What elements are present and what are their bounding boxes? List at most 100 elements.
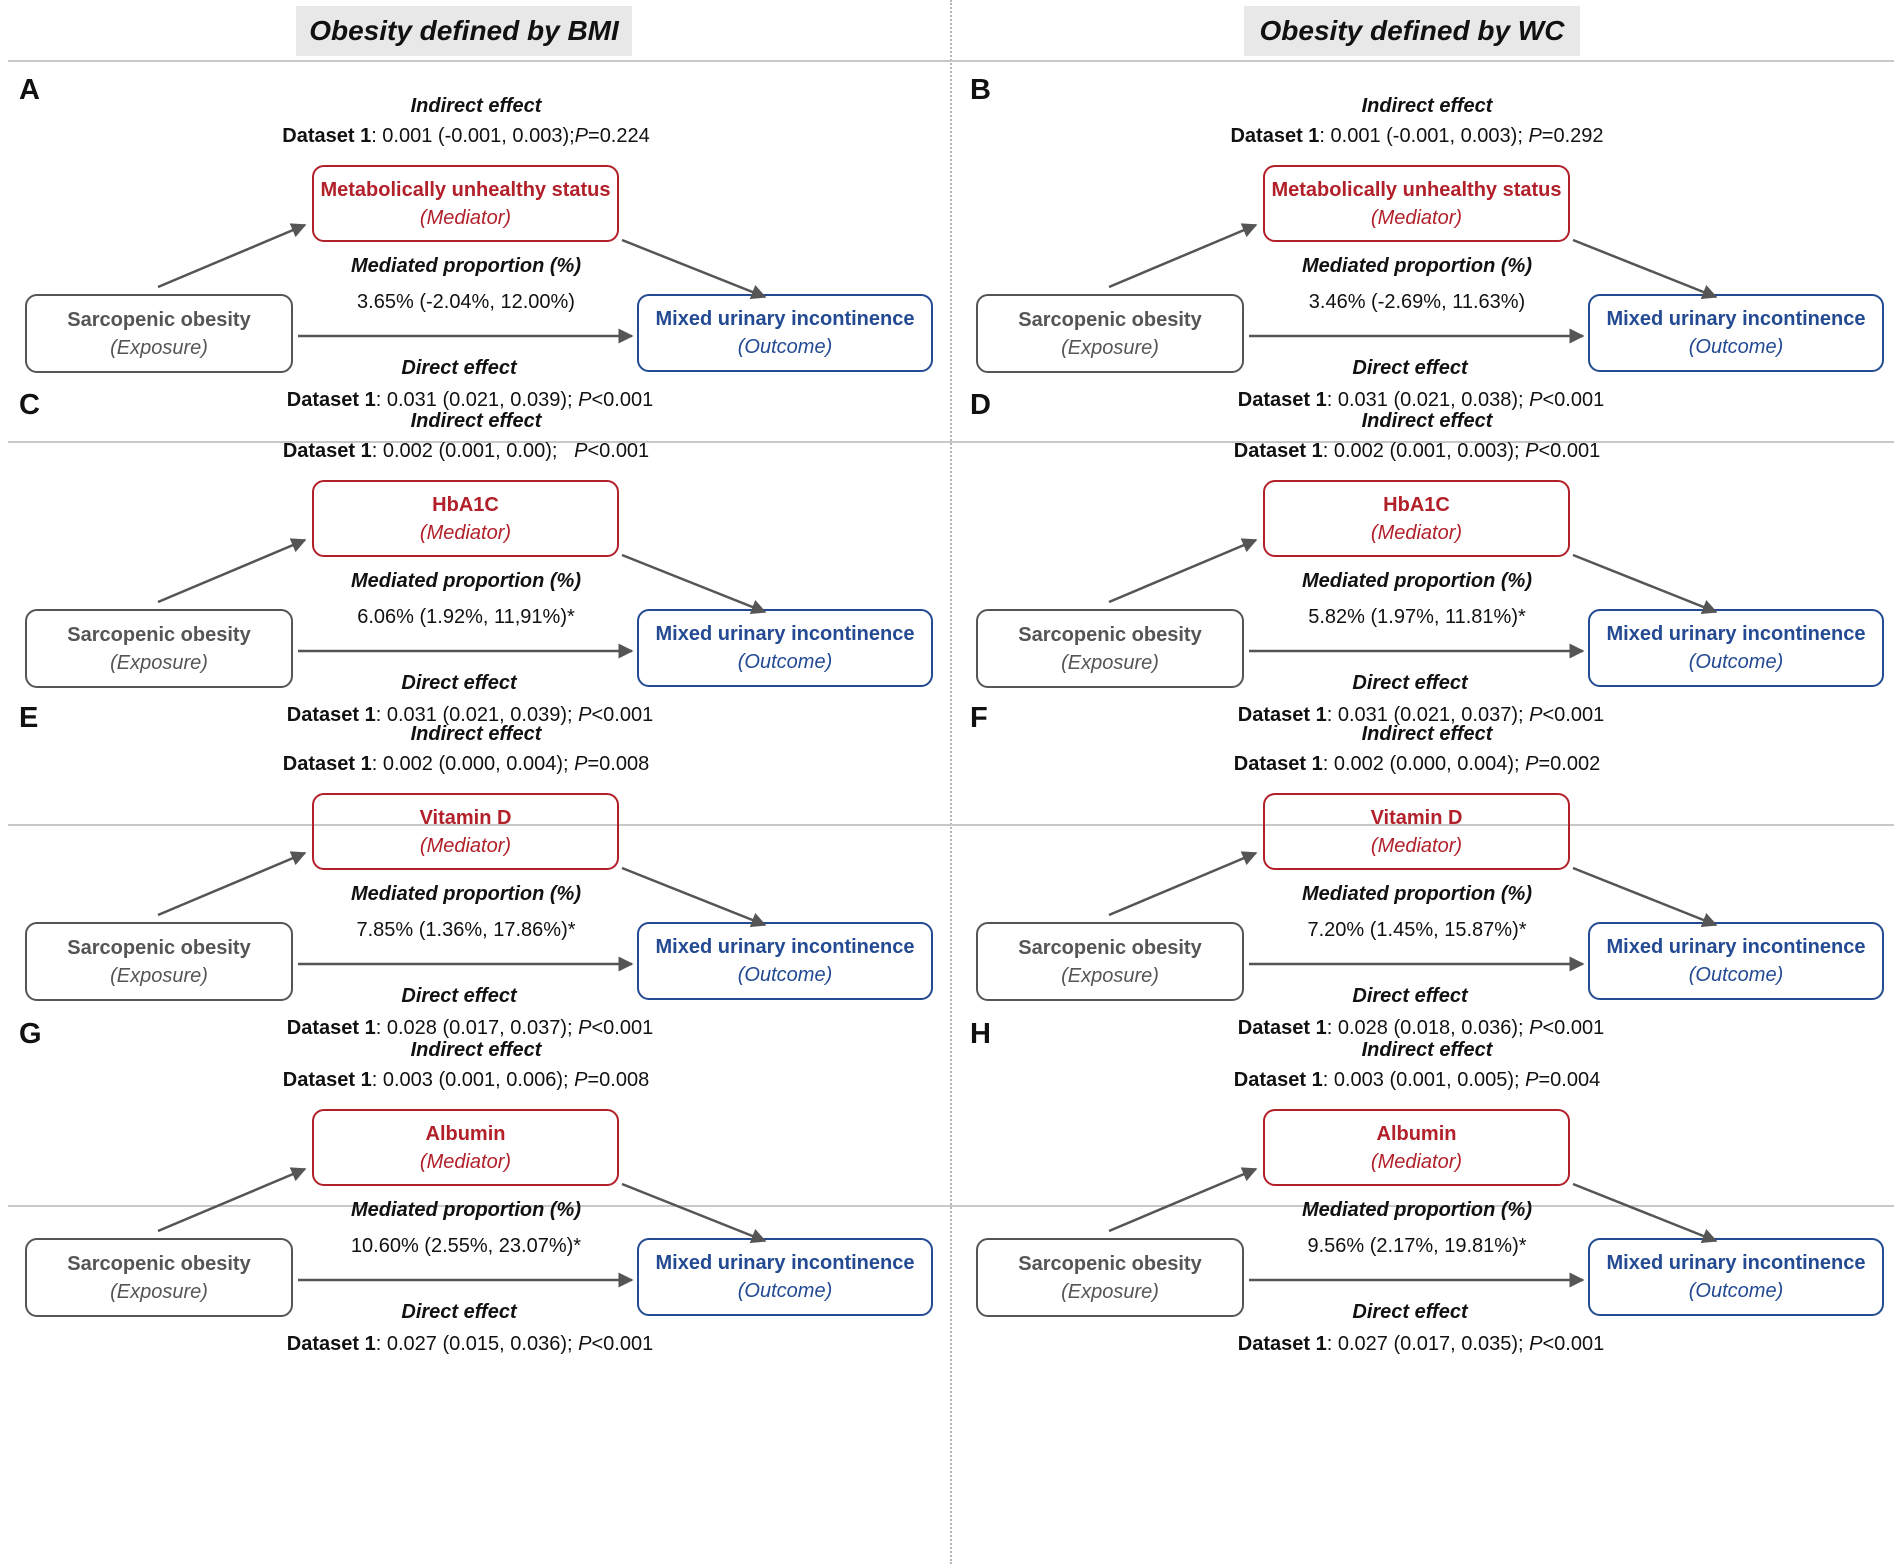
exposure-role: (Exposure) (1061, 964, 1159, 987)
arrow-exposure-to-mediator (1108, 1167, 1258, 1233)
direct-effect-value: Dataset 1: 0.031 (0.021, 0.038); P<0.001 (1237, 389, 1605, 411)
row-divider (8, 824, 1894, 826)
arrow-exposure-to-mediator (1108, 538, 1258, 604)
panel-letter: C (19, 389, 40, 421)
outcome-role: (Outcome) (737, 964, 833, 986)
outcome-role: (Outcome) (737, 1280, 833, 1302)
exposure-box: Sarcopenic obesity (Exposure) (976, 922, 1244, 1001)
exposure-box: Sarcopenic obesity (Exposure) (976, 294, 1244, 373)
mediator-name: HbA1C (432, 493, 499, 516)
outcome-role: (Outcome) (737, 336, 833, 358)
path-arrows (157, 851, 767, 972)
outcome-box: Mixed urinary incontinence (Outcome) (1588, 1238, 1884, 1316)
arrow-exposure-to-mediator (157, 851, 307, 917)
mediator-box: Albumin (Mediator) (1263, 1109, 1570, 1186)
indirect-effect-label: Indirect effect (1361, 410, 1493, 432)
direct-effect-value: Dataset 1: 0.031 (0.021, 0.037); P<0.001 (1237, 704, 1605, 726)
exposure-role: (Exposure) (110, 651, 208, 674)
indirect-effect-value: Dataset 1: 0.002 (0.000, 0.004); P=0.008 (282, 753, 650, 775)
panel-letter: F (970, 702, 988, 734)
mediator-role: (Mediator) (1370, 1150, 1463, 1173)
mediation-panel-c: C Indirect effect Dataset 1: 0.002 (0.00… (0, 377, 951, 760)
mediation-panel-g: G Indirect effect Dataset 1: 0.003 (0.00… (0, 1006, 951, 1389)
arrow-mediator-to-outcome (621, 238, 767, 299)
direct-effect-label: Direct effect (1352, 985, 1468, 1007)
arrow-mediator-to-outcome (1572, 553, 1718, 614)
direct-effect-label: Direct effect (1352, 1301, 1468, 1323)
arrow-mediator-to-outcome (1572, 866, 1718, 927)
exposure-name: Sarcopenic obesity (67, 936, 251, 959)
arrow-mediator-to-outcome (1572, 238, 1718, 299)
mediator-box: Albumin (Mediator) (312, 1109, 619, 1186)
mediation-panel-b: B Indirect effect Dataset 1: 0.001 (-0.0… (951, 62, 1902, 445)
direct-effect-label: Direct effect (401, 357, 517, 379)
outcome-box: Mixed urinary incontinence (Outcome) (1588, 922, 1884, 1000)
exposure-name: Sarcopenic obesity (67, 623, 251, 646)
outcome-name: Mixed urinary incontinence (655, 1252, 915, 1274)
exposure-box: Sarcopenic obesity (Exposure) (25, 922, 293, 1001)
arrow-exposure-to-mediator (1108, 223, 1258, 289)
mediated-proportion-value: 7.20% (1.45%, 15.87%)* (1307, 919, 1527, 941)
indirect-effect-value: Dataset 1: 0.002 (0.001, 0.00); P<0.001 (282, 440, 650, 462)
outcome-box: Mixed urinary incontinence (Outcome) (637, 294, 933, 372)
outcome-role: (Outcome) (1688, 336, 1784, 358)
direct-effect-value: Dataset 1: 0.027 (0.015, 0.036); P<0.001 (286, 1333, 654, 1355)
mediator-box: Metabolically unhealthy status (Mediator… (1263, 165, 1570, 242)
arrow-exposure-to-mediator (157, 1167, 307, 1233)
outcome-name: Mixed urinary incontinence (655, 623, 915, 645)
mediated-proportion-value: 3.46% (-2.69%, 11.63%) (1308, 291, 1526, 313)
exposure-box: Sarcopenic obesity (Exposure) (25, 294, 293, 373)
outcome-box: Mixed urinary incontinence (Outcome) (1588, 294, 1884, 372)
exposure-role: (Exposure) (110, 336, 208, 359)
mediator-box: HbA1C (Mediator) (312, 480, 619, 557)
exposure-role: (Exposure) (110, 964, 208, 987)
outcome-name: Mixed urinary incontinence (655, 936, 915, 958)
outcome-name: Mixed urinary incontinence (1606, 936, 1866, 958)
column-divider (950, 0, 952, 1564)
outcome-name: Mixed urinary incontinence (655, 308, 915, 330)
panel-letter: B (970, 74, 991, 106)
exposure-name: Sarcopenic obesity (1018, 936, 1202, 959)
direct-effect-value: Dataset 1: 0.028 (0.017, 0.037); P<0.001 (286, 1017, 654, 1039)
mediator-name: Albumin (1376, 1122, 1457, 1145)
mediator-name: Albumin (425, 1122, 506, 1145)
path-arrows (1108, 538, 1718, 659)
indirect-effect-value: Dataset 1: 0.002 (0.000, 0.004); P=0.002 (1233, 753, 1601, 775)
mediation-panel-f: F Indirect effect Dataset 1: 0.002 (0.00… (951, 690, 1902, 1073)
arrow-mediator-to-outcome (621, 866, 767, 927)
exposure-box: Sarcopenic obesity (Exposure) (25, 609, 293, 688)
mediation-panel-a: A Indirect effect Dataset 1: 0.001 (-0.0… (0, 62, 951, 445)
mediator-role: (Mediator) (419, 206, 512, 229)
mediator-role: (Mediator) (419, 834, 512, 857)
mediator-box: Vitamin D (Mediator) (1263, 793, 1570, 870)
outcome-box: Mixed urinary incontinence (Outcome) (1588, 609, 1884, 687)
indirect-effect-label: Indirect effect (410, 1039, 542, 1061)
mediator-role: (Mediator) (1370, 206, 1463, 229)
arrow-mediator-to-outcome (1572, 1182, 1718, 1243)
direct-effect-label: Direct effect (401, 1301, 517, 1323)
mediator-role: (Mediator) (419, 521, 512, 544)
exposure-role: (Exposure) (1061, 1280, 1159, 1303)
indirect-effect-label: Indirect effect (410, 410, 542, 432)
outcome-role: (Outcome) (1688, 1280, 1784, 1302)
mediator-role: (Mediator) (419, 1150, 512, 1173)
mediated-proportion-value: 5.82% (1.97%, 11.81%)* (1308, 606, 1526, 628)
indirect-effect-label: Indirect effect (1361, 95, 1493, 117)
mediator-box: Metabolically unhealthy status (Mediator… (312, 165, 619, 242)
direct-effect-label: Direct effect (401, 985, 517, 1007)
outcome-box: Mixed urinary incontinence (Outcome) (637, 1238, 933, 1316)
arrow-mediator-to-outcome (621, 553, 767, 614)
outcome-role: (Outcome) (737, 651, 833, 673)
mediator-name: Metabolically unhealthy status (1271, 178, 1562, 201)
direct-effect-value: Dataset 1: 0.027 (0.017, 0.035); P<0.001 (1237, 1333, 1605, 1355)
indirect-effect-label: Indirect effect (410, 723, 542, 745)
mediated-proportion-label: Mediated proportion (%) (1302, 570, 1532, 592)
exposure-box: Sarcopenic obesity (Exposure) (976, 609, 1244, 688)
direct-effect-value: Dataset 1: 0.031 (0.021, 0.039); P<0.001 (286, 389, 654, 411)
path-arrows (1108, 851, 1718, 972)
arrow-mediator-to-outcome (621, 1182, 767, 1243)
mediator-role: (Mediator) (1370, 521, 1463, 544)
exposure-name: Sarcopenic obesity (1018, 308, 1202, 331)
exposure-name: Sarcopenic obesity (67, 308, 251, 331)
indirect-effect-value: Dataset 1: 0.001 (-0.001, 0.003);P=0.224 (282, 125, 650, 147)
